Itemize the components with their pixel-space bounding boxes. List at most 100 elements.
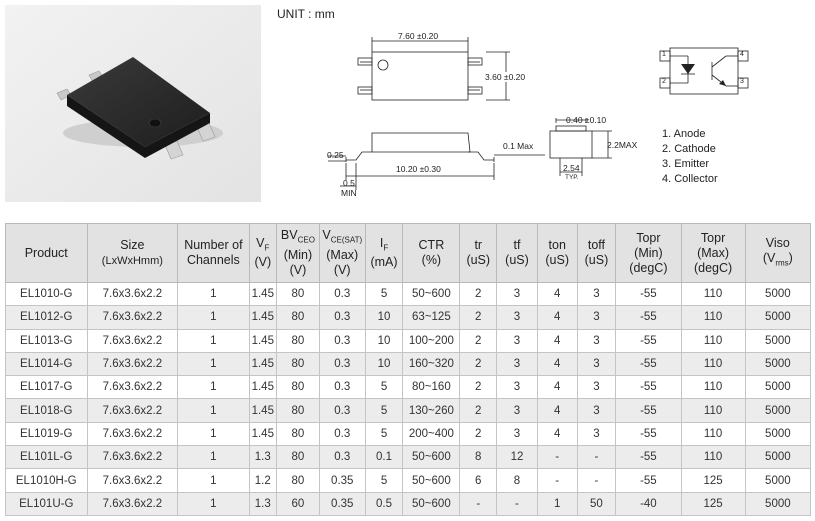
table-cell: 80 (276, 421, 320, 447)
product-photo (5, 5, 261, 202)
schematic-pin-3: 3 (740, 78, 744, 85)
table-cell: 0.3 (318, 375, 366, 400)
table-cell: -55 (615, 421, 682, 447)
table-cell: -55 (615, 445, 682, 470)
table-cell: - (536, 468, 578, 493)
table-cell: 3 (496, 351, 538, 377)
product-cell: EL1014-G (5, 351, 88, 377)
table-cell: 60 (276, 491, 320, 516)
table-cell: 1.45 (248, 398, 278, 423)
table-cell: -55 (615, 468, 682, 493)
table-cell: 3 (496, 328, 538, 353)
table-cell: 7.6x3.6x2.2 (86, 491, 179, 516)
table-cell: 2 (459, 328, 498, 353)
table-cell: 50~600 (402, 491, 461, 516)
pin-assignment-item: 3. Emitter (662, 158, 710, 170)
table-cell: 1 (177, 468, 250, 493)
table-cell: -55 (615, 281, 682, 307)
product-cell: EL101L-G (5, 445, 88, 470)
table-cell: 110 (680, 328, 746, 353)
table-cell: 1.45 (248, 328, 278, 353)
table-cell: 8 (459, 445, 498, 470)
product-cell: EL101U-G (5, 491, 88, 516)
schematic-pin-1: 1 (662, 51, 666, 58)
table-cell: 0.3 (318, 305, 366, 330)
table-cell: -55 (615, 328, 682, 353)
col-header-channels: Number of Channels (177, 223, 250, 283)
table-cell: 1 (177, 398, 250, 423)
table-cell: 4 (536, 305, 578, 330)
table-cell: 50 (576, 491, 617, 516)
col-header-product: Product (5, 223, 88, 283)
table-cell: -55 (615, 398, 682, 423)
table-cell: -55 (615, 375, 682, 400)
col-header-tf: tf(uS) (496, 223, 538, 283)
table-cell: 50~600 (402, 281, 461, 307)
table-cell: 4 (536, 281, 578, 307)
table-cell: 80 (276, 375, 320, 400)
table-cell: 80 (276, 328, 320, 353)
col-header-if: IF(mA) (364, 223, 404, 283)
table-cell: 6 (459, 468, 498, 493)
table-cell: 1 (177, 305, 250, 330)
col-header-viso: Viso(Vrms) (744, 223, 812, 283)
table-cell: 3 (496, 398, 538, 423)
spec-table: Product Size(LxWxHmm) Number of Channels… (5, 223, 812, 516)
table-cell: 1 (177, 375, 250, 400)
table-cell: 7.6x3.6x2.2 (86, 281, 179, 307)
table-cell: 7.6x3.6x2.2 (86, 375, 179, 400)
table-cell: - (576, 468, 617, 493)
table-cell: - (459, 491, 498, 516)
lead-pitch-note: TYP. (565, 174, 579, 181)
table-cell: 1 (177, 281, 250, 307)
lead-length-dim: 0.25 (327, 150, 344, 160)
table-cell: 3 (576, 375, 617, 400)
table-cell: 1 (177, 421, 250, 447)
col-header-toff: toff(uS) (576, 223, 617, 283)
table-cell: 80 (276, 398, 320, 423)
table-cell: 12 (496, 445, 538, 470)
package-outline-drawing (328, 37, 749, 190)
col-header-vf: VF(V) (248, 223, 278, 283)
table-cell: 5000 (744, 328, 812, 353)
table-cell: 63~125 (402, 305, 461, 330)
lead-width-dim: 0.40 ±0.10 (566, 115, 607, 125)
standoff-dim: 0.1 Max (503, 141, 534, 151)
table-cell: 1.2 (248, 468, 278, 493)
table-cell: 1 (177, 328, 250, 353)
col-header-ctr: CTR(%) (402, 223, 461, 283)
table-cell: 80 (276, 445, 320, 470)
lead-pitch-dim: 2.54 (563, 163, 580, 173)
table-cell: 80~160 (402, 375, 461, 400)
table-cell: 1.45 (248, 421, 278, 447)
pin-assignment-item: 1. Anode (662, 128, 706, 140)
table-cell: 125 (680, 468, 746, 493)
table-cell: -55 (615, 351, 682, 377)
table-cell: 4 (536, 351, 578, 377)
table-cell: 5 (364, 281, 404, 307)
table-cell: 80 (276, 351, 320, 377)
table-cell: 1 (536, 491, 578, 516)
table-cell: 0.3 (318, 328, 366, 353)
col-header-ton: ton(uS) (536, 223, 578, 283)
table-cell: 2 (459, 398, 498, 423)
table-cell: 110 (680, 305, 746, 330)
product-cell: EL1013-G (5, 328, 88, 353)
table-cell: 3 (576, 328, 617, 353)
table-cell: 110 (680, 398, 746, 423)
table-cell: 0.3 (318, 398, 366, 423)
table-cell: 50~600 (402, 445, 461, 470)
table-cell: 3 (576, 421, 617, 447)
table-cell: 5000 (744, 468, 812, 493)
table-cell: 8 (496, 468, 538, 493)
table-cell: 0.35 (318, 491, 366, 516)
table-cell: 0.5 (364, 491, 404, 516)
pin-assignment-item: 4. Collector (662, 173, 718, 185)
